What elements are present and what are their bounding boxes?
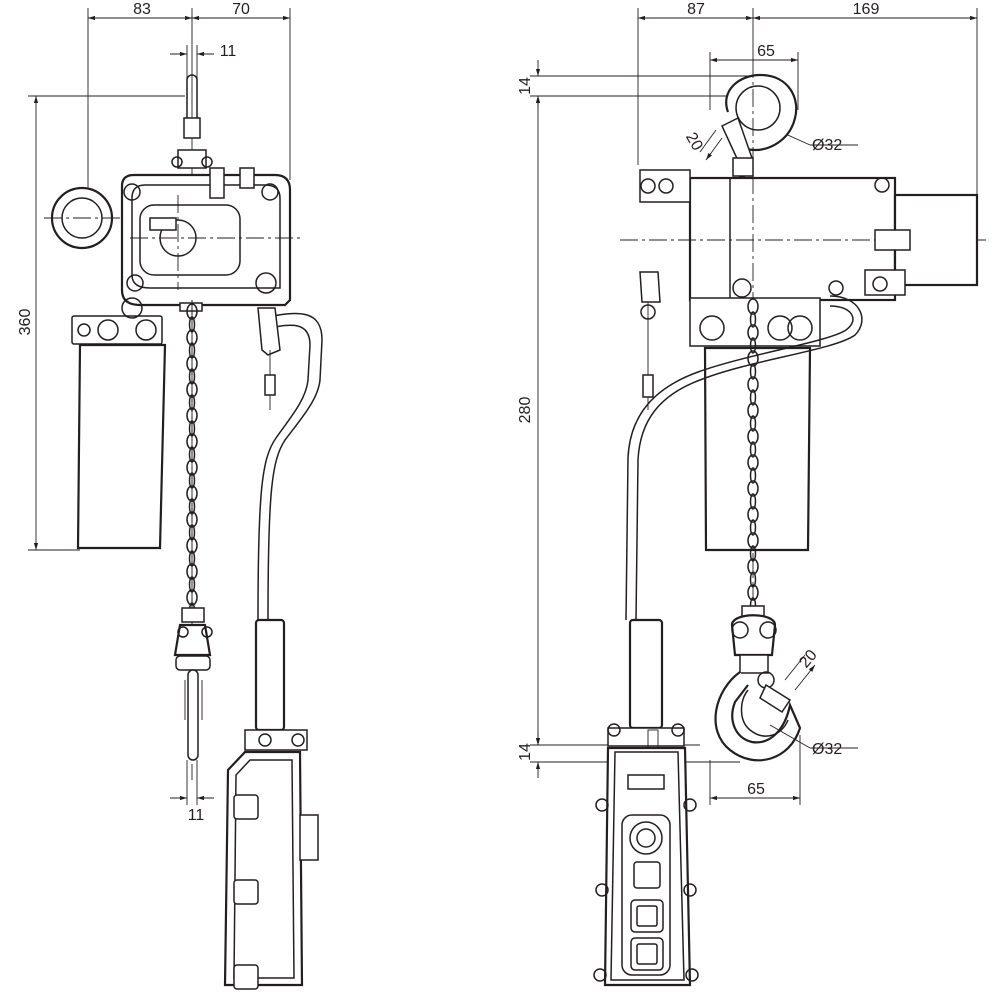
dim-side-hook-width-bottom: 11 — [188, 807, 205, 824]
chain-link — [747, 376, 759, 393]
chain-link — [749, 545, 757, 562]
front-view: 87 169 65 14 20 Ø32 — [517, 1, 990, 987]
dim-side-hook-width-top: 11 — [220, 43, 237, 60]
front-pendant-grip — [607, 618, 685, 749]
chain-link — [749, 441, 757, 458]
dim-front-bottom-hook-width: 65 — [747, 781, 765, 798]
chain-link — [749, 467, 757, 484]
chain-link — [186, 355, 198, 372]
front-top-hook-dimensions: 65 14 20 Ø32 — [517, 43, 858, 161]
chain-link — [747, 324, 759, 341]
dim-front-top-hook-diameter: Ø32 — [812, 137, 842, 154]
chain-link — [749, 311, 757, 328]
chain-link — [747, 350, 759, 367]
dim-front-bottom-hook-opening: 20 — [796, 647, 821, 672]
side-bottom-hook: 11 — [170, 607, 214, 824]
front-bottom-hook — [714, 605, 802, 762]
chain-link — [188, 446, 196, 463]
chain-link — [186, 433, 198, 450]
chain-link — [188, 394, 196, 411]
dim-side-width-left: 83 — [133, 1, 151, 18]
side-view-top-dimensions: 83 70 11 — [87, 1, 291, 230]
front-pendant-body — [593, 746, 699, 987]
front-bottom-hook-dimensions: 14 20 Ø32 65 — [517, 647, 858, 805]
dim-front-lift: 280 — [517, 397, 534, 424]
chain-link — [747, 532, 759, 549]
chain-link — [186, 485, 198, 502]
side-top-shackle — [171, 62, 213, 190]
chain-link — [749, 519, 757, 536]
chain-link — [186, 329, 198, 346]
side-view-height-dimension: 360 — [17, 95, 185, 551]
chain-link — [188, 524, 196, 541]
chain-link — [747, 298, 759, 315]
side-pendant-cable — [257, 307, 323, 621]
chain-link — [186, 537, 198, 554]
chain-link — [188, 576, 196, 593]
dim-front-width-right: 169 — [853, 1, 880, 18]
chain-link — [747, 402, 759, 419]
chain-link — [186, 511, 198, 528]
front-lift-dimension: 280 — [517, 96, 541, 745]
chain-link — [188, 550, 196, 567]
chain-link — [186, 303, 198, 320]
dim-side-height: 360 — [17, 309, 34, 336]
chain-link — [747, 428, 759, 445]
chain-link — [749, 337, 757, 354]
dim-front-top-hook-width: 65 — [757, 43, 775, 60]
chain-link — [749, 415, 757, 432]
side-view: 83 70 11 360 — [17, 1, 323, 990]
chain-link — [749, 493, 757, 510]
front-chain-links — [747, 298, 759, 614]
chain-link — [747, 454, 759, 471]
front-pendant-cable — [625, 295, 863, 621]
chain-link — [186, 459, 198, 476]
chain-link — [749, 363, 757, 380]
side-eye-ring — [44, 186, 120, 250]
dim-front-bottom-hook-diameter: Ø32 — [812, 741, 842, 758]
side-motor-box — [71, 297, 167, 550]
front-left-fittings — [639, 169, 691, 410]
side-pendant-body — [223, 750, 319, 990]
chain-link — [188, 316, 196, 333]
chain-link — [747, 584, 759, 601]
side-chain-links — [186, 303, 198, 619]
front-top-hook — [721, 73, 798, 194]
dim-front-top-gap: 14 — [517, 77, 534, 95]
chain-link — [186, 563, 198, 580]
dim-front-width-left: 87 — [687, 1, 705, 18]
chain-link — [747, 480, 759, 497]
chain-link — [186, 381, 198, 398]
side-hoist-body — [120, 167, 300, 312]
chain-link — [747, 506, 759, 523]
chain-link — [188, 368, 196, 385]
side-pendant-grip — [244, 618, 308, 751]
chain-link — [186, 589, 198, 606]
dim-front-top-hook-opening: 20 — [682, 130, 706, 154]
chain-link — [188, 498, 196, 515]
chain-link — [188, 472, 196, 489]
dim-side-width-right: 70 — [232, 1, 250, 18]
chain-link — [186, 407, 198, 424]
chain-link — [188, 420, 196, 437]
dim-front-bottom-gap: 14 — [517, 743, 534, 761]
chain-link — [749, 571, 757, 588]
chain-link — [188, 342, 196, 359]
chain-link — [747, 558, 759, 575]
front-view-top-dimensions: 87 169 — [637, 1, 978, 195]
chain-link — [749, 389, 757, 406]
